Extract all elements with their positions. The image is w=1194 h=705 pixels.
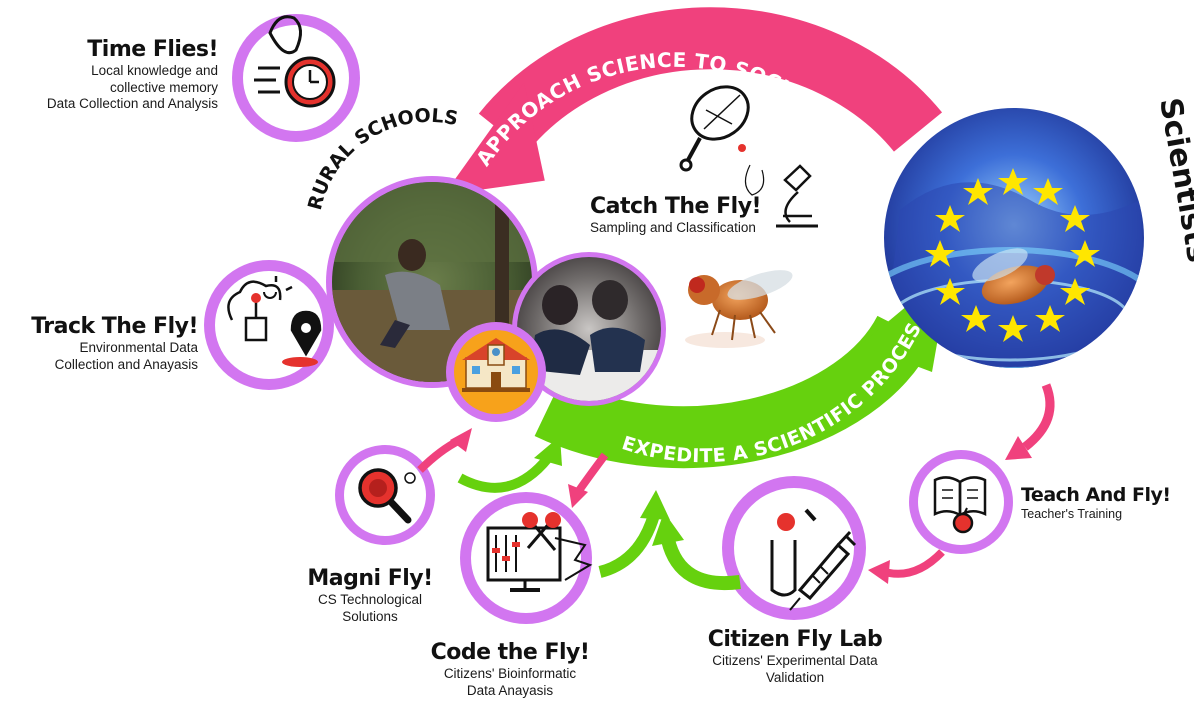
code-the-fly-line-2: Data Anayasis [466,682,554,698]
time-flies-line-3: Data Collection and Analysis [46,95,218,111]
track-the-fly-line-2: Collection and Anayasis [54,356,198,372]
citizen-fly-lab-line-1: Citizens' Experimental Data [712,653,878,669]
arrow-teach-to-lab [868,549,945,584]
book-apple-icon [933,476,987,534]
arrow-magni-to-classroom [457,436,562,493]
magnifier-icon [358,468,416,524]
teach-and-fly-label: Teach And Fly! Teacher's Training [1021,484,1186,522]
track-the-fly-label: Track The Fly! Environmental Data Collec… [0,314,198,373]
time-flies-title: Time Flies! [87,37,218,62]
citizen-fly-lab-line-2: Validation [765,669,825,685]
school-building-icon [446,322,546,422]
teach-and-fly-title: Teach And Fly! [1021,484,1171,506]
computer-dna-icon [486,512,593,592]
eu-stars [925,168,1100,342]
magni-fly-title: Magni Fly! [307,566,433,591]
catch-the-fly-title: Catch The Fly! [590,194,762,219]
code-the-fly-label: Code the Fly! Citizens' Bioinformatic Da… [410,640,610,699]
scientists-hub [884,108,1144,368]
catch-the-fly-label: Catch The Fly! Sampling and Classificati… [590,194,810,237]
weather-location-icon [227,276,322,367]
time-flies-line-2: collective memory [109,79,218,95]
teach-and-fly-line-1: Teacher's Training [1021,506,1123,521]
scientists-title: Scientists [1152,95,1194,265]
lab-syringe-icon [770,508,857,611]
stopwatch-icon [254,15,336,108]
code-the-fly-line-1: Citizens' Bioinformatic [443,666,577,682]
butterfly-net-microscope-icon [679,85,818,228]
arrow-classroom-to-code [568,452,609,508]
time-flies-line-1: Local knowledge and [91,63,218,79]
track-the-fly-title: Track The Fly! [31,314,198,339]
code-the-fly-title: Code the Fly! [430,640,590,665]
catch-the-fly-line-1: Sampling and Classification [590,220,756,236]
citizen-fly-lab-label: Citizen Fly Lab Citizens' Experimental D… [670,627,920,686]
magni-fly-line-2: Solutions [342,608,398,624]
code-the-fly-node [460,492,592,624]
citizen-fly-lab-title: Citizen Fly Lab [707,627,883,652]
fruit-fly-image [685,270,793,348]
arrow-code-to-arc [598,490,670,578]
time-flies-label: Time Flies! Local knowledge and collecti… [0,37,219,112]
arrow-lab-to-arc [652,512,741,590]
arrow-scientists-to-teach [1005,383,1055,460]
magni-fly-line-1: CS Technological [317,592,423,608]
arrow-magni-to-school [417,428,472,473]
track-the-fly-line-1: Environmental Data [79,340,198,356]
magni-fly-label: Magni Fly! CS Technological Solutions [285,566,455,625]
approach-arc [443,7,943,195]
classroom-photo [512,252,666,406]
